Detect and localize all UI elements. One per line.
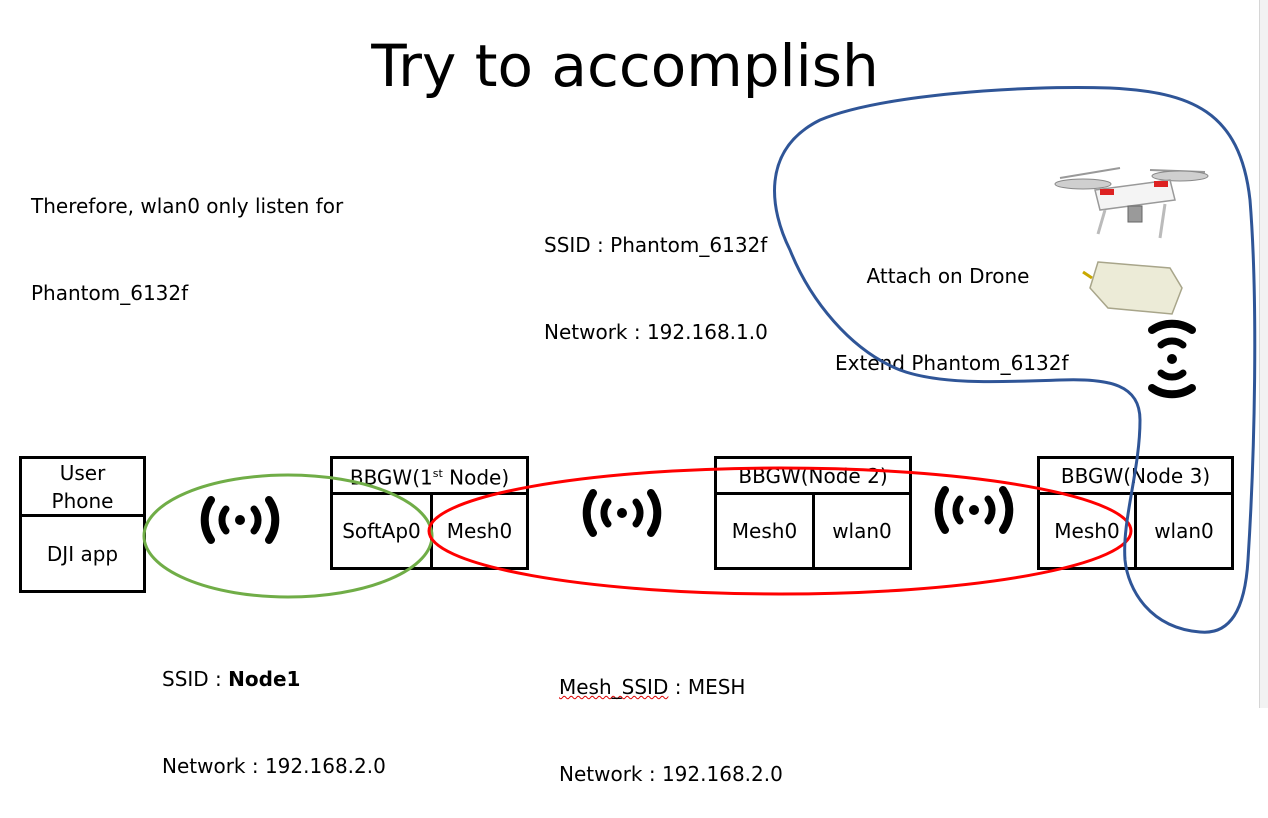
node1-mesh-label: Mesh0	[446, 519, 513, 543]
drone-label: Attach on Drone Extend Phantom_6132f	[835, 204, 1069, 407]
note-text: Therefore, wlan0 only listen for Phantom…	[31, 134, 343, 337]
top-network-label: SSID : Phantom_6132f Network : 192.168.1…	[544, 173, 768, 376]
wifi-extender-icon	[1082, 261, 1183, 315]
drone-label-line-1: Attach on Drone	[866, 264, 1030, 288]
node2-mesh-label: Mesh0	[731, 519, 798, 543]
node2-wlan-label: wlan0	[832, 519, 892, 543]
drone-extension-outline	[773, 85, 1257, 634]
softap-ssid-line: SSID : Node1	[162, 667, 301, 691]
node2-mesh-port: Mesh0	[714, 492, 815, 570]
node2-wlan-port: wlan0	[812, 492, 912, 570]
vertical-scrollbar[interactable]	[1259, 0, 1268, 708]
wireless-signal-icon	[939, 490, 1010, 530]
mesh-network-ellipse	[427, 466, 1133, 596]
node3-mesh-label: Mesh0	[1054, 519, 1120, 543]
node3-mesh-port: Mesh0	[1037, 492, 1137, 570]
softap-network-ellipse	[142, 473, 434, 599]
wireless-signal-icon	[205, 500, 276, 540]
mesh-ssid-line: Mesh_SSID : MESH	[559, 675, 746, 699]
node3-wlan-label: wlan0	[1154, 519, 1214, 543]
drone-icon	[1054, 167, 1209, 239]
top-network-line: Network : 192.168.1.0	[544, 320, 768, 344]
softap-network-line: Network : 192.168.2.0	[162, 754, 386, 778]
node1-mesh-port: Mesh0	[430, 492, 529, 570]
node3-wlan-port: wlan0	[1134, 492, 1234, 570]
slide-title: Try to accomplish	[371, 32, 879, 100]
diagram-graphics	[142, 85, 1257, 634]
dji-app-label: DJI app	[46, 541, 119, 566]
top-ssid-line: SSID : Phantom_6132f	[544, 233, 768, 257]
note-line-2: Phantom_6132f	[31, 281, 189, 305]
wireless-signal-icon	[1152, 324, 1192, 395]
dji-app-box: DJI app	[19, 514, 146, 593]
note-line-1: Therefore, wlan0 only listen for	[31, 194, 344, 218]
drone-label-line-2: Extend Phantom_6132f	[835, 351, 1069, 375]
user-phone-header: User Phone	[19, 456, 146, 517]
node1-softap-label: SoftAp0	[342, 519, 421, 543]
mesh-network-line: Network : 192.168.2.0	[559, 762, 783, 786]
node1-softap-port: SoftAp0	[330, 492, 433, 570]
user-phone-line-2: Phone	[51, 488, 114, 513]
wireless-signal-icon	[587, 493, 658, 533]
user-phone-line-1: User	[59, 460, 106, 485]
